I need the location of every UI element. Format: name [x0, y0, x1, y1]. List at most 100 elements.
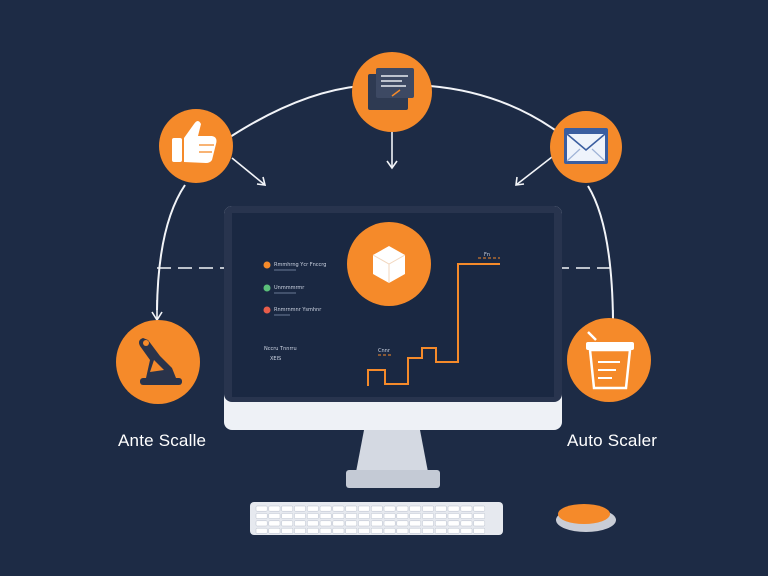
graph-label-top: Fn [484, 252, 490, 258]
keyboard-key[interactable] [268, 505, 281, 512]
keyboard-key[interactable] [255, 527, 268, 534]
keyboard-key[interactable] [345, 513, 358, 519]
mouse-body [558, 504, 610, 524]
thumbs-up-icon [172, 121, 217, 163]
keyboard-key[interactable] [434, 520, 447, 527]
keyboard-key[interactable] [319, 527, 332, 534]
keyboard-key[interactable] [370, 505, 383, 512]
keyboard-key[interactable] [447, 527, 460, 534]
keyboard-key[interactable] [396, 505, 409, 512]
keyboard-key[interactable] [281, 513, 294, 519]
keyboard-key[interactable] [332, 505, 345, 512]
keyboard-key[interactable] [281, 527, 294, 534]
list-item-dot-icon [263, 284, 271, 292]
thumbs-up-node[interactable] [159, 109, 233, 183]
keyboard-key[interactable] [473, 520, 486, 527]
email-node[interactable] [550, 111, 622, 183]
keyboard-key[interactable] [370, 520, 383, 527]
keyboard[interactable] [250, 502, 503, 535]
keyboard-key[interactable] [473, 513, 486, 519]
list-item[interactable]: Rnmrnmnr Ysmhnr [263, 306, 323, 316]
keyboard-key[interactable] [447, 520, 460, 527]
keyboard-key[interactable] [358, 505, 370, 512]
keyboard-key[interactable] [396, 520, 409, 527]
screen-footer-sub: XEIS [270, 356, 281, 362]
keyboard-key[interactable] [294, 513, 306, 519]
keyboard-key[interactable] [422, 527, 434, 534]
mouse[interactable] [556, 504, 616, 532]
keyboard-key[interactable] [370, 527, 383, 534]
keyboard-key[interactable] [460, 527, 473, 534]
keyboard-key[interactable] [434, 527, 447, 534]
keyboard-key[interactable] [383, 513, 396, 519]
label-left: Ante Scalle [118, 431, 207, 450]
keyboard-key[interactable] [294, 505, 306, 512]
robot-arm-node[interactable] [116, 320, 200, 404]
keyboard-key[interactable] [268, 513, 281, 519]
list-item-dot-icon [263, 306, 271, 314]
keyboard-key[interactable] [460, 520, 473, 527]
keyboard-key[interactable] [409, 527, 422, 534]
keyboard-key[interactable] [473, 505, 486, 512]
keyboard-key[interactable] [460, 513, 473, 519]
keyboard-key[interactable] [447, 505, 460, 512]
keyboard-key[interactable] [332, 527, 345, 534]
keyboard-key[interactable] [409, 520, 422, 527]
keyboard-key[interactable] [358, 513, 370, 519]
keyboard-key[interactable] [383, 505, 396, 512]
keyboard-key[interactable] [383, 520, 396, 527]
keyboard-key[interactable] [294, 520, 306, 527]
keyboard-key[interactable] [358, 520, 370, 527]
keyboard-key[interactable] [255, 520, 268, 527]
keyboard-key[interactable] [396, 527, 409, 534]
keyboard-key[interactable] [460, 505, 473, 512]
keyboard-key[interactable] [345, 520, 358, 527]
list-item[interactable]: Rmmhrng Ycr Fnccrg [263, 261, 327, 271]
keyboard-key[interactable] [409, 513, 422, 519]
keyboard-key[interactable] [268, 527, 281, 534]
robot-arm-icon [139, 338, 182, 385]
keyboard-key[interactable] [294, 527, 306, 534]
keyboard-key[interactable] [409, 505, 422, 512]
keyboard-key[interactable] [319, 505, 332, 512]
keyboard-key[interactable] [281, 505, 294, 512]
keyboard-key[interactable] [319, 520, 332, 527]
bucket-node[interactable] [567, 318, 651, 402]
arc-right-outer [587, 185, 614, 321]
keyboard-key[interactable] [255, 505, 268, 512]
list-item[interactable]: Unmmmrmr [263, 284, 306, 294]
keyboard-key[interactable] [422, 505, 434, 512]
keyboard-key[interactable] [281, 520, 294, 527]
keyboard-key[interactable] [332, 520, 345, 527]
arrow-right-head [515, 176, 525, 186]
document-node[interactable] [352, 52, 432, 132]
cube-node[interactable] [347, 222, 431, 306]
keyboard-key[interactable] [332, 513, 345, 519]
keyboard-key[interactable] [434, 513, 447, 519]
list-item-text: Unmmmrmr [274, 285, 305, 291]
keyboard-key[interactable] [396, 513, 409, 519]
monitor-stand-base [346, 470, 440, 488]
keyboard-key[interactable] [422, 513, 434, 519]
keyboard-key[interactable] [306, 527, 319, 534]
keyboard-key[interactable] [268, 520, 281, 527]
keyboard-key[interactable] [319, 513, 332, 519]
step-graph-line [367, 263, 500, 386]
keyboard-key[interactable] [345, 527, 358, 534]
keyboard-key[interactable] [370, 513, 383, 519]
keyboard-key[interactable] [422, 520, 434, 527]
keyboard-key[interactable] [358, 527, 370, 534]
inward-arrows [231, 132, 553, 186]
keyboard-key[interactable] [306, 505, 319, 512]
keyboard-key[interactable] [434, 505, 447, 512]
keyboard-key[interactable] [345, 505, 358, 512]
keyboard-key[interactable] [473, 527, 486, 534]
keyboard-key[interactable] [383, 527, 396, 534]
keyboard-key[interactable] [306, 520, 319, 527]
keyboard-key[interactable] [255, 513, 268, 519]
arrow-left-line [231, 157, 266, 186]
arc-top-left [229, 85, 361, 138]
keyboard-key[interactable] [306, 513, 319, 519]
keyboard-key[interactable] [447, 513, 460, 519]
